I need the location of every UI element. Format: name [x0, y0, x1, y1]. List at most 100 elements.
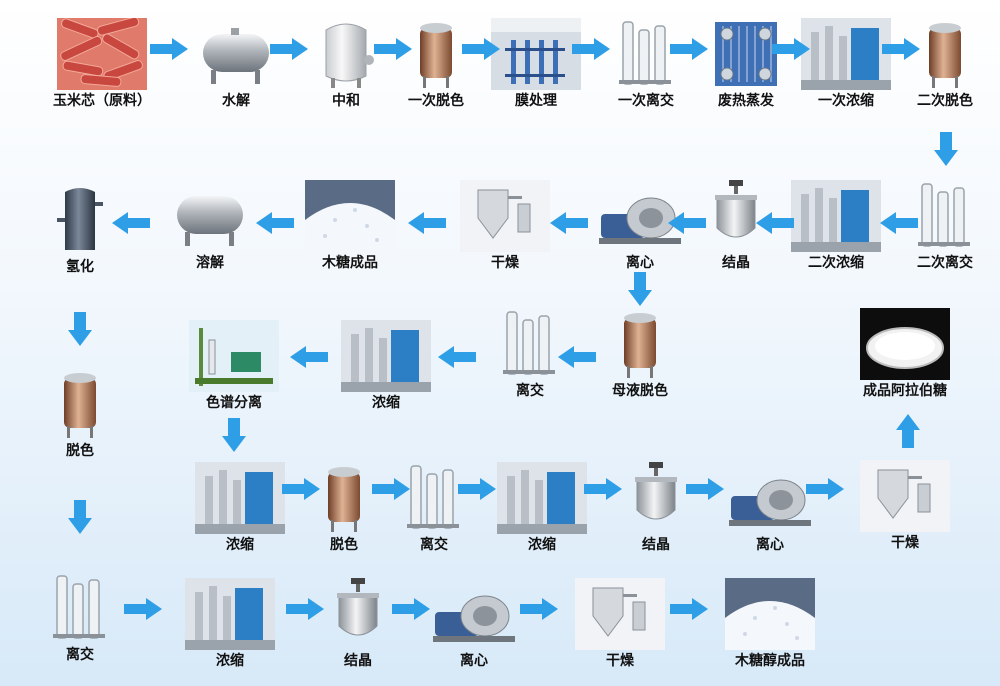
step-label: 离心	[756, 537, 784, 553]
step-ion-exchange-3: 离交	[480, 304, 580, 400]
step-dissolving: 溶解	[160, 176, 260, 272]
arrow-left	[438, 346, 476, 368]
step-label: 结晶	[344, 653, 372, 669]
arrow-left	[756, 212, 794, 234]
step-arabinose-product: 成品阿拉伯糖	[855, 304, 955, 400]
crystallizer-reactor-icon	[337, 578, 379, 636]
step-label: 中和	[332, 93, 360, 109]
arrow-right	[150, 38, 188, 60]
step-label: 一次离交	[618, 93, 674, 109]
ion-exchange-columns-icon	[619, 21, 671, 85]
step-xylitol-product: 木糖醇成品	[720, 574, 820, 670]
arrow-left	[408, 212, 446, 234]
arrow-right	[374, 38, 412, 60]
membrane-unit-icon	[491, 18, 581, 90]
vertical-tank-icon	[325, 23, 374, 88]
evaporator-skid-icon	[185, 578, 275, 650]
step-label: 浓缩	[226, 537, 254, 553]
step-label: 水解	[222, 93, 250, 109]
step-ion-exchange-4: 离交	[384, 458, 484, 554]
arrow-right	[670, 598, 708, 620]
step-label: 结晶	[642, 537, 670, 553]
step-label: 离交	[66, 647, 94, 663]
centrifuge-icon	[433, 595, 515, 642]
step-centrifuge: 离心	[590, 176, 690, 272]
arrow-left	[880, 212, 918, 234]
horizontal-tank-icon	[177, 196, 243, 246]
step-label: 离心	[626, 255, 654, 271]
step-label: 膜处理	[515, 93, 557, 109]
decolorization-tank-icon	[420, 23, 452, 88]
step-label: 一次脱色	[408, 93, 464, 109]
step-drying-4: 干燥	[855, 456, 955, 552]
arrow-left	[668, 212, 706, 234]
spray-dryer-icon	[460, 180, 550, 252]
horizontal-tank-icon	[203, 28, 269, 84]
arrow-right	[124, 598, 162, 620]
evaporator-skid-icon	[497, 462, 587, 534]
step-second-concentration: 二次浓缩	[786, 176, 886, 272]
arrow-left	[256, 212, 294, 234]
white-powder-dish-icon	[860, 308, 950, 380]
white-crystals-icon	[305, 180, 395, 252]
step-second-ion-exchange: 二次离交	[895, 176, 995, 272]
step-label: 废热蒸发	[718, 93, 774, 109]
decolorization-tank-icon	[624, 313, 656, 378]
spray-dryer-icon	[860, 460, 950, 532]
step-label: 浓缩	[372, 395, 400, 411]
step-centrifuge-5: 离心	[424, 574, 524, 670]
step-label: 一次浓缩	[818, 93, 874, 109]
crystallizer-reactor-icon	[635, 462, 677, 520]
arrow-left	[112, 212, 150, 234]
arrow-right	[806, 478, 844, 500]
arrow-right	[520, 598, 558, 620]
arrow-right	[392, 598, 430, 620]
ion-exchange-columns-icon	[407, 465, 459, 529]
step-concentration-5: 浓缩	[492, 458, 592, 554]
step-label: 二次离交	[917, 255, 973, 271]
step-ion-exchange-5: 离交	[30, 568, 130, 664]
step-decolorization-left: 脱色	[30, 364, 130, 460]
step-label: 二次浓缩	[808, 255, 864, 271]
chromatography-system-icon	[189, 320, 279, 392]
step-label: 二次脱色	[917, 93, 973, 109]
step-second-decolorization: 二次脱色	[895, 14, 995, 110]
step-label: 结晶	[722, 255, 750, 271]
step-hydrogenation: 氢化	[30, 180, 130, 276]
step-label: 干燥	[891, 535, 919, 551]
step-decolorization-4: 脱色	[294, 458, 394, 554]
arrow-down	[934, 132, 958, 166]
arrow-right	[286, 598, 324, 620]
step-label: 氢化	[66, 259, 94, 275]
arrow-right	[462, 38, 500, 60]
step-label: 木糖醇成品	[735, 653, 805, 669]
step-crystallization: 结晶	[686, 176, 786, 272]
step-centrifuge-4: 离心	[720, 458, 820, 554]
plate-heat-exchanger-icon	[715, 22, 777, 86]
step-waste-heat-evaporation: 废热蒸发	[696, 14, 796, 110]
step-label: 成品阿拉伯糖	[863, 383, 947, 399]
step-mother-liquor-decolorization: 母液脱色	[590, 304, 690, 400]
arrow-right	[772, 38, 810, 60]
step-concentration-3: 浓缩	[336, 316, 436, 412]
arrow-down	[68, 500, 92, 534]
step-label: 离交	[420, 537, 448, 553]
step-hydrolysis: 水解	[186, 14, 286, 110]
ion-exchange-columns-icon	[503, 311, 555, 375]
step-label: 浓缩	[216, 653, 244, 669]
ion-exchange-columns-icon	[918, 183, 970, 247]
step-label: 溶解	[196, 255, 224, 271]
decolorization-tank-icon	[64, 373, 96, 438]
step-label: 玉米芯（原料）	[53, 93, 151, 109]
step-drying: 干燥	[455, 176, 555, 272]
step-label: 干燥	[606, 653, 634, 669]
crystallizer-reactor-icon	[715, 180, 757, 238]
ion-exchange-columns-icon	[53, 575, 105, 639]
hydrogenation-reactor-icon	[57, 188, 103, 250]
step-label: 色谱分离	[206, 395, 262, 411]
white-crystals-icon	[725, 578, 815, 650]
step-label: 脱色	[66, 443, 94, 459]
evaporator-skid-icon	[195, 462, 285, 534]
arrow-left	[550, 212, 588, 234]
evaporator-skid-icon	[801, 18, 891, 90]
